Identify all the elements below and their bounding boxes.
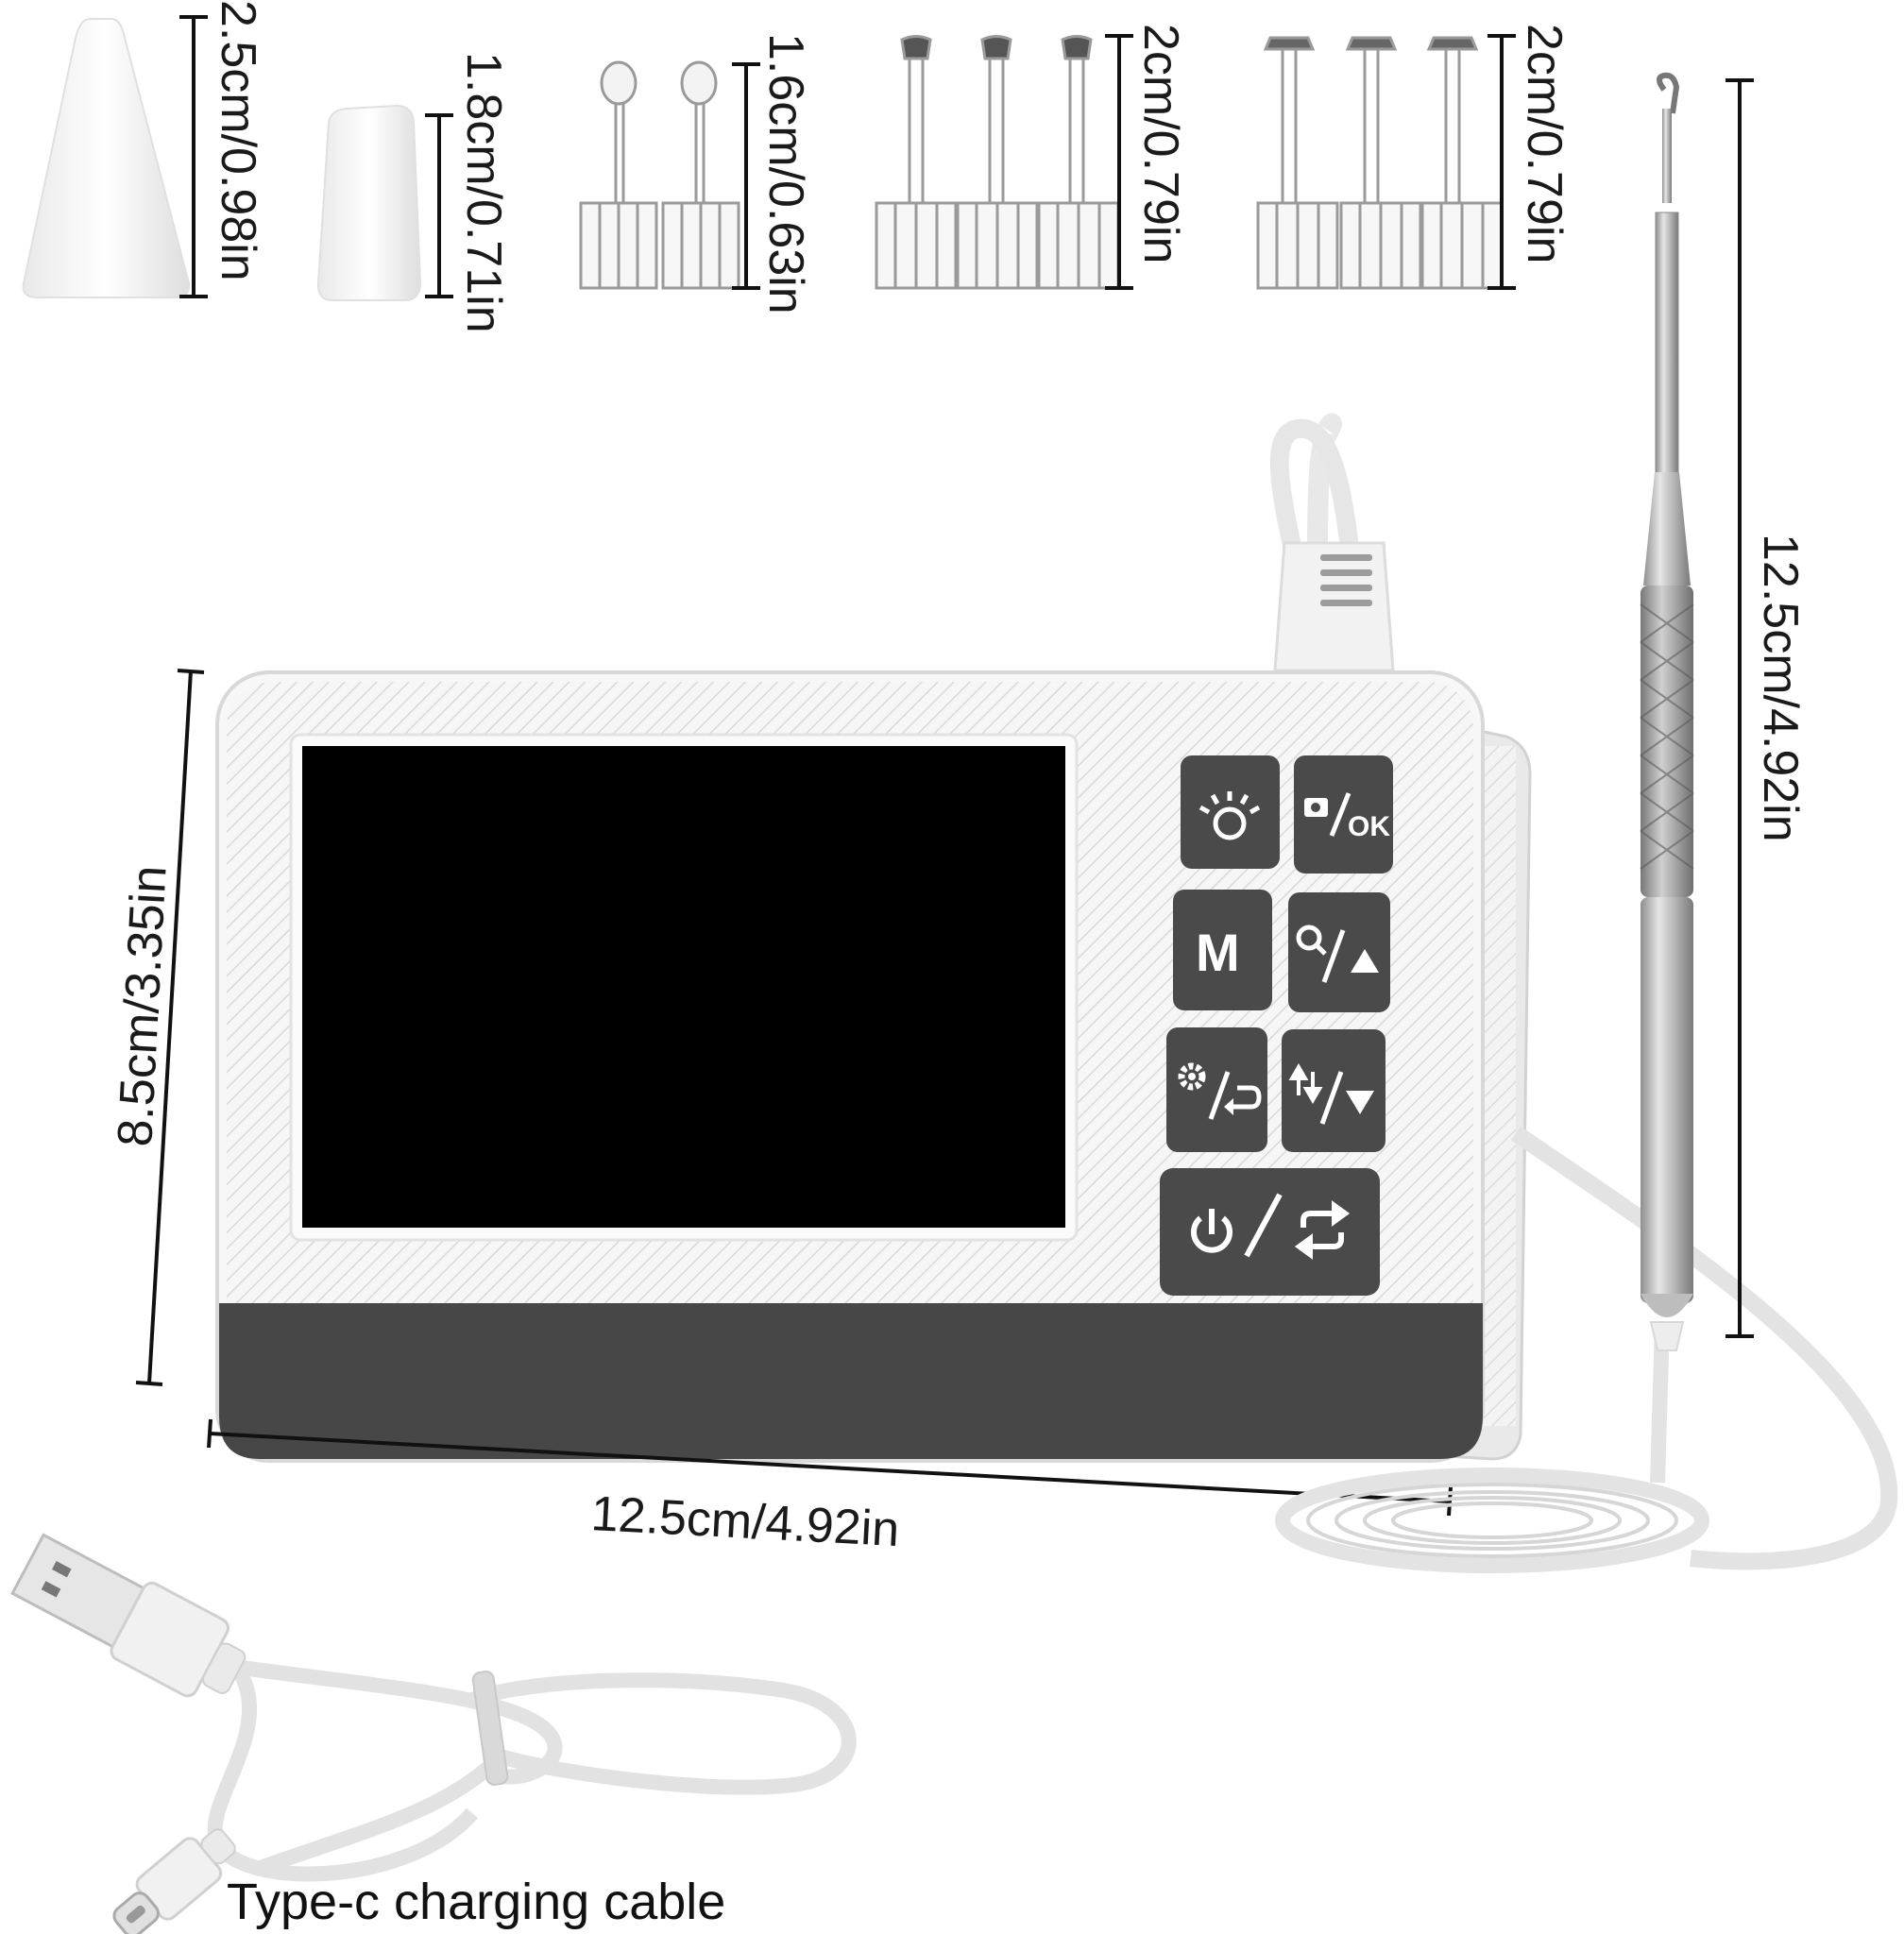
zoom-up-icon [1296, 925, 1379, 983]
ok-label: OK [1348, 811, 1390, 842]
hook-dimension: 2cm/0.79in [1517, 24, 1572, 263]
power-switch-button[interactable] [1160, 1168, 1380, 1296]
usb-a-plug [10, 1533, 246, 1698]
spoon-dimension: 1.6cm/0.63in [758, 33, 813, 314]
probe-length-dimension: 12.5cm/4.92in [1753, 534, 1808, 842]
small-cone-dimension: 1.8cm/0.71in [456, 52, 511, 333]
mode-label: M [1196, 923, 1240, 982]
cable-strain-relief [1273, 541, 1395, 672]
charging-cable [10, 1533, 857, 1934]
light-button[interactable] [1181, 755, 1280, 869]
large-cone-tip [22, 18, 191, 298]
small-cone-dimension-bar [425, 113, 453, 298]
spoon-dimension-bar [732, 62, 760, 290]
hook-tips [1256, 36, 1504, 290]
flip-down-button[interactable] [1282, 1029, 1386, 1152]
charging-cable-caption: Type-c charging cable [227, 1874, 725, 1930]
capture-ok-button[interactable]: OK [1294, 755, 1393, 874]
strain-relief-ridges [1320, 554, 1372, 606]
scoop-dimension: 2cm/0.79in [1133, 24, 1188, 263]
type-c-plug [112, 1828, 236, 1934]
power-switch-icon [1191, 1193, 1351, 1260]
settings-back-button[interactable] [1166, 1027, 1267, 1152]
mode-button[interactable]: M [1173, 890, 1272, 1010]
device-height-dimension-bar [135, 669, 205, 1386]
scoop-tips [875, 35, 1120, 290]
gear-back-icon [1178, 1062, 1262, 1120]
large-cone-dimension: 2.5cm/0.98in [211, 0, 265, 281]
camera-ok-icon: OK [1304, 792, 1390, 842]
hook-dimension-bar [1488, 34, 1516, 290]
display-screen [302, 746, 1065, 1228]
ear-probe [1640, 72, 1694, 1351]
device-width-dimension: 12.5cm/4.92in [589, 1486, 900, 1557]
zoom-up-button[interactable] [1288, 892, 1390, 1012]
bottom-band [219, 1303, 1483, 1459]
scoop-dimension-bar [1105, 34, 1133, 290]
large-cone-dimension-bar [179, 15, 208, 298]
small-cone-tip [316, 104, 422, 301]
spoon-tips [579, 60, 740, 290]
flip-down-icon [1288, 1063, 1374, 1125]
light-icon [1198, 791, 1261, 840]
probe-dimension-bar [1726, 78, 1754, 1338]
